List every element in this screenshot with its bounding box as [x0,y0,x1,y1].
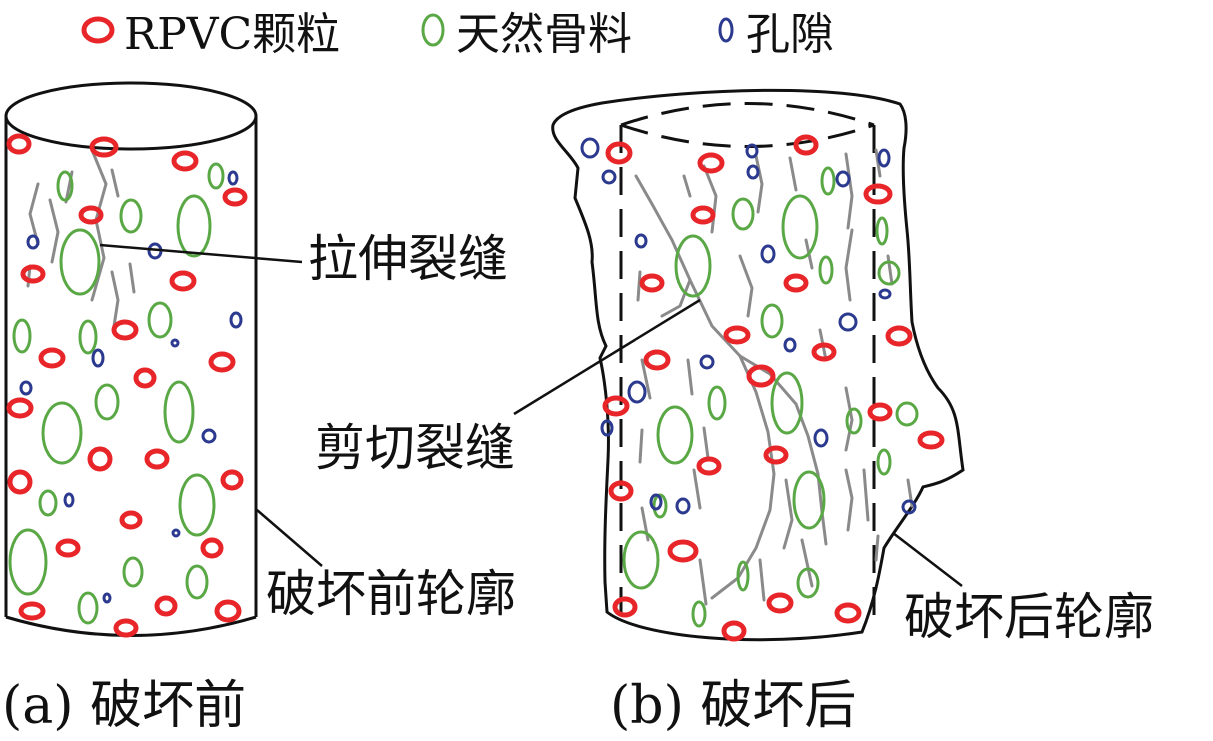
caption-before: (a) 破坏前 [2,676,247,736]
original-top-back [620,102,875,127]
legend-aggregate: 天然骨料 [418,8,632,60]
pores-after [580,137,917,515]
shear-crack-leader [513,298,701,416]
red-ellipse-icon [81,16,115,44]
outline-after-label: 破坏后轮廓 [904,588,1154,646]
leader-lines-before [99,243,323,567]
legend-aggregate-label: 天然骨料 [456,9,632,60]
outline-before-label: 破坏前轮廓 [266,565,516,623]
outline-before-leader [256,509,323,567]
leader-lines-after [513,298,963,587]
aggregates-before [8,162,225,625]
original-top-front [620,123,875,148]
caption-after: (b) 破坏后 [610,676,857,736]
cylinder-before [4,81,258,637]
cracks-before [26,148,136,328]
rpvc-particles-before [6,133,248,638]
cylinder-before-top [4,81,258,151]
rpvc-particles-after [602,134,945,642]
shear-crack-label: 剪切裂缝 [315,419,515,477]
blue-ellipse-icon [718,17,734,43]
outline-after-leader [892,532,963,587]
legend-pore-label: 孔隙 [746,9,834,60]
pores-before [19,170,243,604]
tensile-crack-label: 拉伸裂缝 [308,230,508,288]
green-ellipse-icon [421,13,445,47]
aggregates-after [622,166,919,628]
legend-rpvc: RPVC颗粒 [80,8,340,60]
failure-outline [551,88,965,642]
tensile-crack-leader [99,243,303,264]
legend-rpvc-label: RPVC颗粒 [124,9,341,60]
legend-pore: 孔隙 [714,8,834,60]
